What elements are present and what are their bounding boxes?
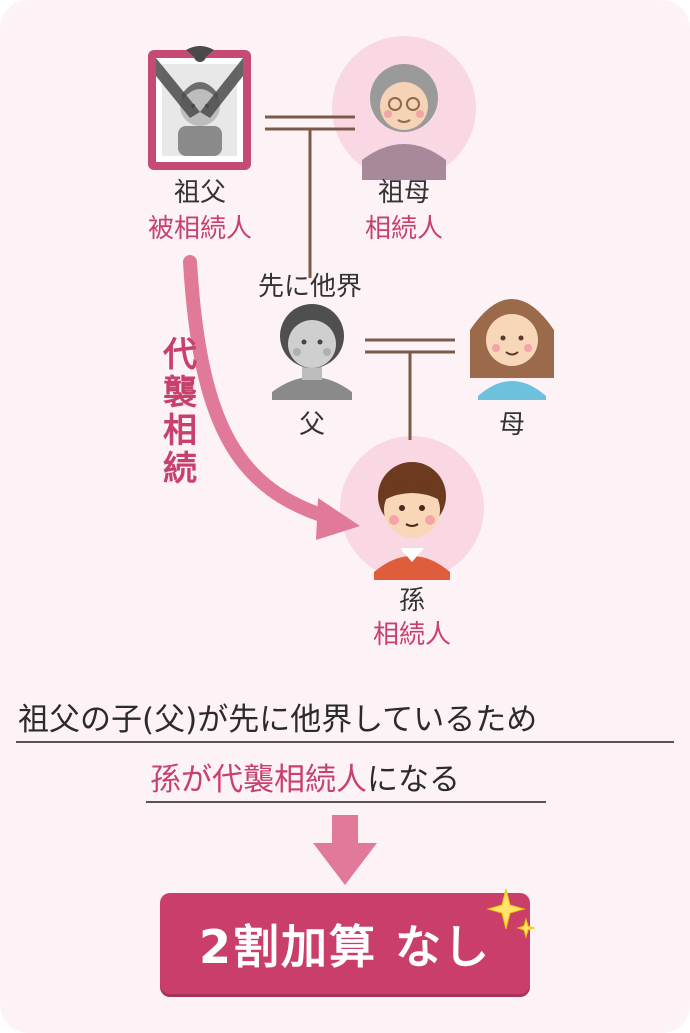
caption-highlight: 孫が代襲相続人 — [150, 762, 367, 798]
marriage-line-grandparents — [265, 115, 355, 278]
grandmother-name: 祖母 — [377, 178, 430, 208]
sparkle-icon — [486, 888, 536, 939]
down-arrow-icon — [313, 815, 377, 885]
marriage-line-parents — [365, 338, 455, 440]
grandfather-role: 被相続人 — [147, 214, 252, 244]
arrow-label-char: 代 — [163, 335, 197, 375]
result-label: 2割加算 なし — [198, 919, 492, 974]
memorial-frame-icon — [148, 46, 251, 170]
father-note: 先に他界 — [257, 272, 362, 302]
mother-figure — [470, 299, 554, 400]
grandfather-name: 祖父 — [173, 178, 226, 208]
result-box: 2割加算 なし — [160, 888, 536, 994]
arrow-label-char: 相 — [163, 411, 197, 451]
daishu-arrow — [183, 255, 360, 540]
grandmother-role: 相続人 — [364, 214, 443, 244]
father-figure — [272, 304, 352, 400]
arrow-label-char: 続 — [163, 449, 197, 489]
daishu-arrow-label: 代 襲 相 続 — [160, 336, 200, 488]
grandmother-figure — [362, 64, 446, 180]
caption-line-1: 祖父の子(父)が先に他界しているため — [18, 702, 538, 738]
father-name: 父 — [298, 410, 325, 440]
caption-underline-2 — [146, 801, 546, 803]
grandchild-role: 相続人 — [372, 620, 451, 650]
arrow-label-char: 襲 — [163, 373, 197, 413]
caption-rest: になる — [367, 762, 460, 798]
grandchild-name: 孫 — [398, 586, 425, 616]
caption-underline-1 — [16, 741, 674, 743]
mother-name: 母 — [498, 410, 525, 440]
caption-line-2: 孫が代襲相続人になる — [150, 760, 460, 800]
grandchild-figure — [374, 462, 450, 580]
